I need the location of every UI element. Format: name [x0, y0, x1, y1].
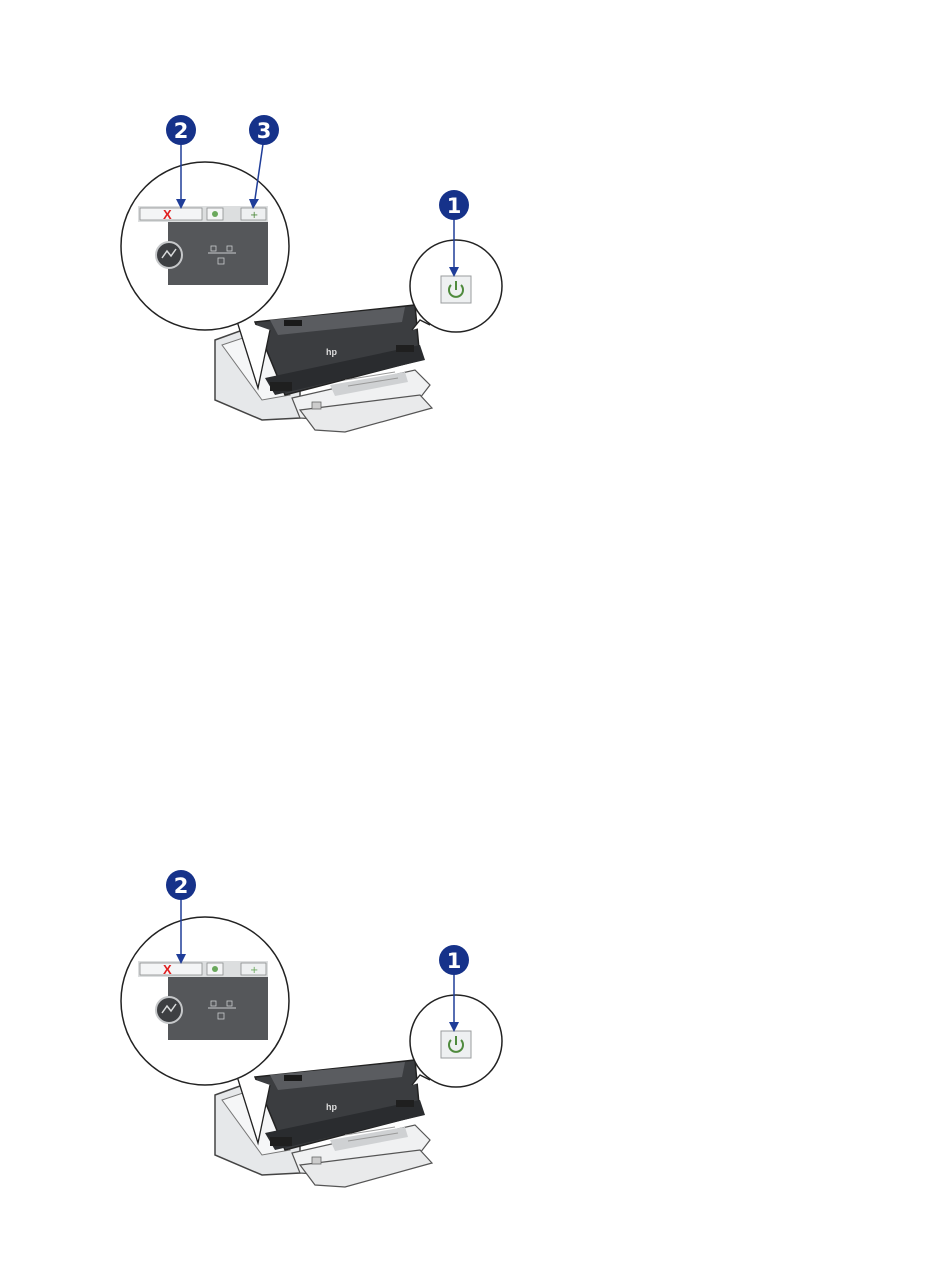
- printer-diagram-2: hp X +: [0, 865, 950, 1195]
- printer-diagram-1: hp X +: [0, 110, 950, 440]
- svg-text:2: 2: [174, 874, 189, 898]
- cancel-x-icon: X: [163, 207, 172, 222]
- svg-text:1: 1: [447, 949, 462, 973]
- power-zoom: [410, 240, 502, 332]
- resume-icon: +: [250, 210, 258, 221]
- svg-text:2: 2: [174, 119, 189, 143]
- print-cartridge-status-icon: [212, 211, 218, 217]
- svg-text:hp: hp: [326, 1102, 337, 1112]
- svg-text:hp: hp: [326, 347, 337, 357]
- svg-text:+: +: [250, 965, 258, 976]
- control-panel-zoom: X +: [121, 917, 289, 1143]
- cancel-x-icon: X: [163, 962, 172, 977]
- svg-text:1: 1: [447, 194, 462, 218]
- control-panel-zoom: X +: [121, 162, 289, 388]
- print-cartridge-status-icon: [212, 966, 218, 972]
- svg-text:3: 3: [257, 119, 272, 143]
- power-zoom: [410, 995, 502, 1087]
